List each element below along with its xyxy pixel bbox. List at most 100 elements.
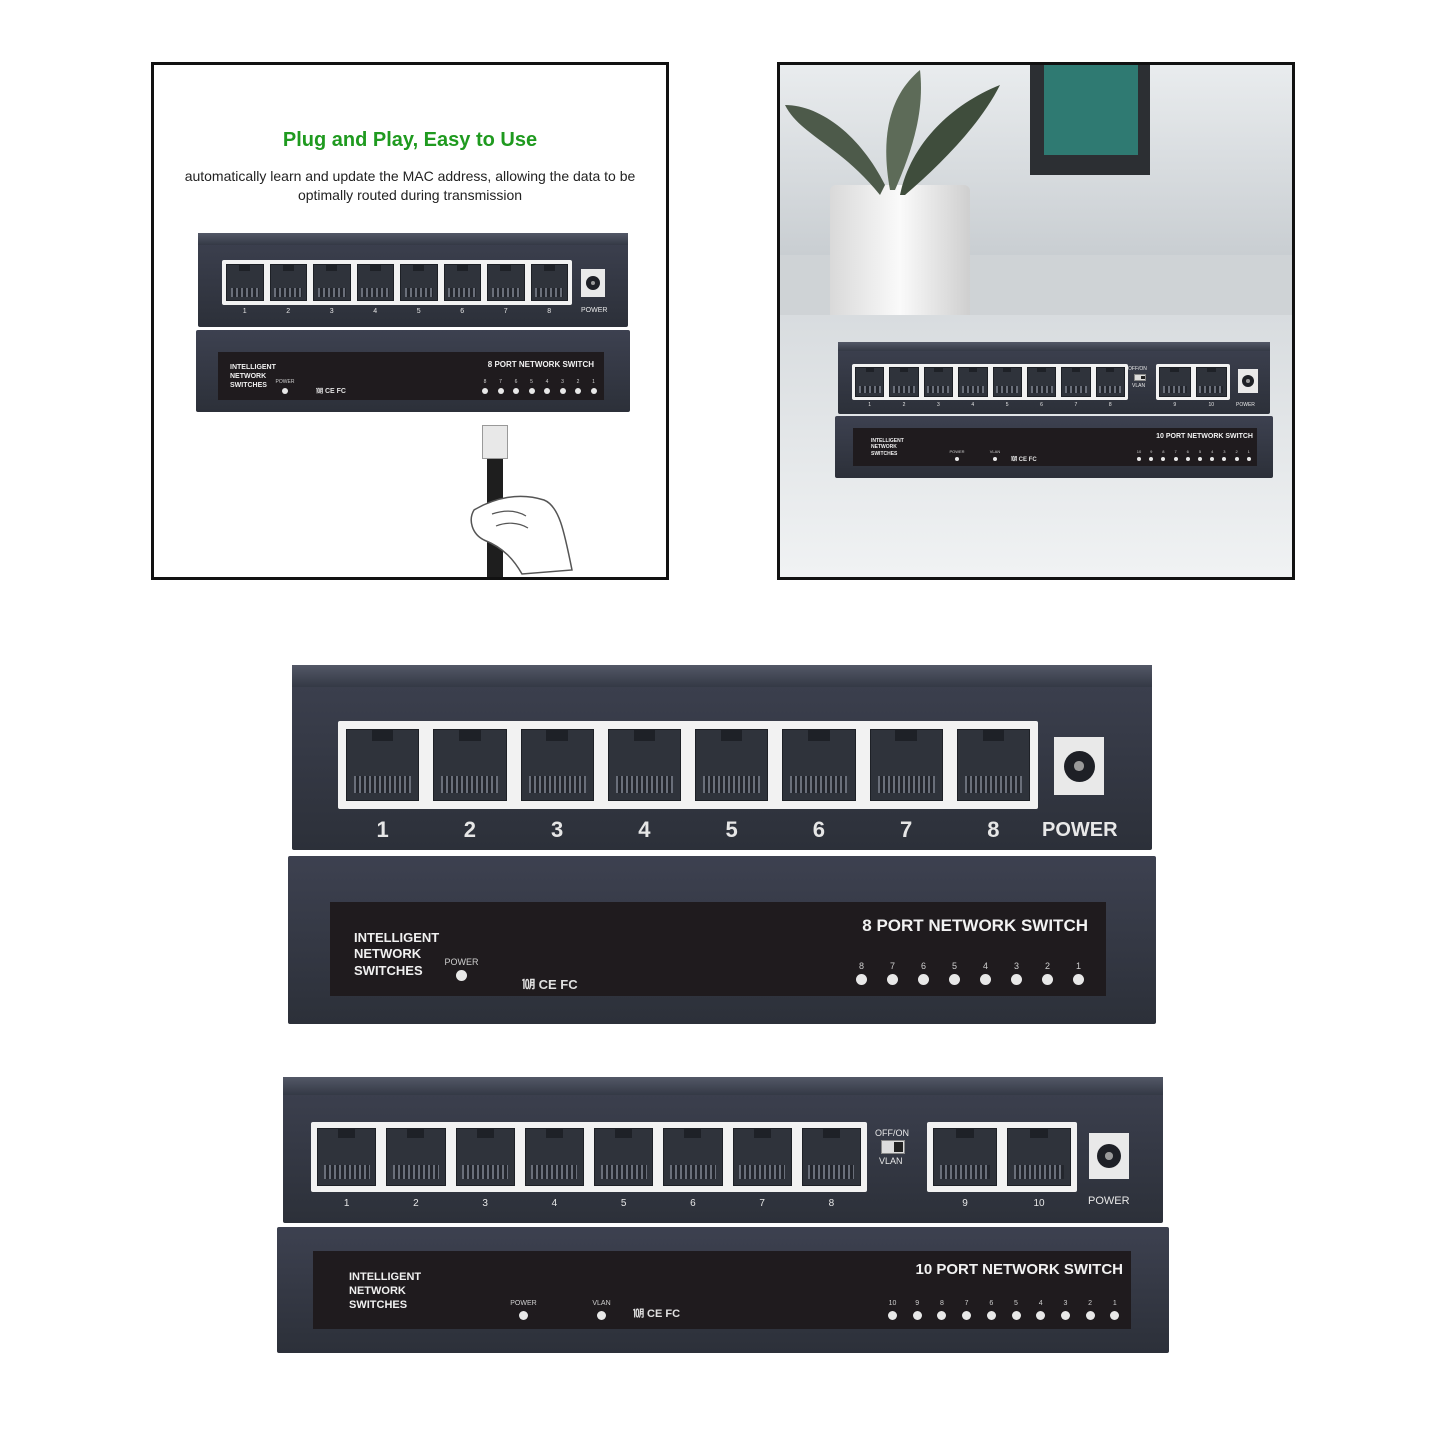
port-number-label: 8 xyxy=(987,817,1000,842)
brand-line: INTELLIGENT xyxy=(871,438,904,444)
power-jack-pin xyxy=(590,280,596,286)
port-led xyxy=(949,974,960,985)
ethernet-port xyxy=(607,729,681,801)
ethernet-port xyxy=(433,729,507,801)
ethernet-port xyxy=(356,264,394,301)
port-latch xyxy=(500,265,512,271)
port-led xyxy=(1161,457,1166,461)
port-pins xyxy=(858,386,881,394)
port-pins xyxy=(927,386,950,394)
port-latch xyxy=(899,368,909,373)
port-latch xyxy=(1029,1129,1049,1138)
port-led-label: 4 xyxy=(1211,449,1214,454)
port-latch xyxy=(476,1129,494,1138)
ethernet-port xyxy=(1195,367,1227,397)
port-number-label: 4 xyxy=(373,308,378,315)
panel-plug-and-play: Plug and Play, Easy to Use automatically… xyxy=(151,62,669,580)
port-led xyxy=(986,1311,996,1320)
port-pins xyxy=(274,287,303,297)
port-led-label: 7 xyxy=(964,1300,969,1307)
power-led-label: POWER xyxy=(275,379,295,385)
ethernet-port xyxy=(524,1128,584,1186)
ethernet-port xyxy=(226,264,264,301)
ethernet-port xyxy=(956,729,1030,801)
vlan-switch-label: OFF/ON xyxy=(875,1128,909,1138)
port-pins xyxy=(392,1165,439,1180)
toggle-knob xyxy=(1140,376,1145,379)
port-number-label: 2 xyxy=(413,1198,419,1209)
port-pins xyxy=(528,775,586,793)
port-led-label: 9 xyxy=(1150,449,1153,454)
model-title: 8 PORT NETWORK SWITCH xyxy=(862,916,1088,935)
ethernet-port xyxy=(869,729,943,801)
port-pins xyxy=(615,775,673,793)
port-number-label: 8 xyxy=(1108,402,1112,408)
port-led xyxy=(937,1311,947,1320)
ethernet-port xyxy=(317,1128,377,1186)
port-latch xyxy=(239,265,251,271)
uplink-number-label: 9 xyxy=(962,1198,968,1209)
port-led-label: 6 xyxy=(514,379,518,385)
port-led xyxy=(590,388,597,394)
port-led xyxy=(1246,457,1251,461)
port-latch xyxy=(371,730,394,742)
brand-line: INTELLIGENT xyxy=(230,364,276,371)
port-latch xyxy=(1106,368,1115,373)
port-led xyxy=(1173,457,1178,461)
port-latch xyxy=(633,730,656,742)
port-latch xyxy=(338,1129,356,1138)
ethernet-port xyxy=(732,1128,792,1186)
port-number-label: 7 xyxy=(1074,402,1078,408)
port-led xyxy=(1110,1311,1120,1320)
port-led-label: 2 xyxy=(1044,961,1050,971)
certification-marks: ㋉ CE FC xyxy=(316,388,346,395)
port-number-label: 4 xyxy=(971,402,975,408)
port-led-label: 8 xyxy=(483,379,487,385)
port-led xyxy=(888,1311,897,1320)
ethernet-port xyxy=(443,264,481,301)
port-number-label: 1 xyxy=(868,402,872,408)
port-latch xyxy=(543,265,555,271)
port-led-label: 5 xyxy=(1014,1300,1018,1307)
uplink-port-frame xyxy=(927,1122,1077,1192)
ethernet-port xyxy=(1026,367,1057,397)
port-led-label: 4 xyxy=(1038,1300,1043,1307)
port-led-label: 1 xyxy=(1112,1300,1117,1307)
port-pins xyxy=(996,386,1019,394)
port-number-label: 7 xyxy=(900,817,913,842)
power-label: POWER xyxy=(1088,1195,1130,1207)
port-pins xyxy=(790,775,848,793)
port-pins xyxy=(669,1165,716,1180)
vlan-led-label: VLAN xyxy=(989,449,1001,454)
ethernet-port xyxy=(663,1128,723,1186)
uplink-number-label: 9 xyxy=(1173,402,1177,408)
vlan-led xyxy=(993,457,997,461)
ethernet-port xyxy=(1007,1128,1071,1186)
rj45-connector xyxy=(482,425,508,459)
port-led-label: 8 xyxy=(1162,449,1165,454)
port-number-label: 7 xyxy=(759,1198,765,1209)
power-jack xyxy=(1089,1133,1129,1179)
port-led-label: 1 xyxy=(1075,961,1081,971)
port-pins xyxy=(462,1165,509,1180)
port-led-label: 6 xyxy=(989,1300,994,1307)
port-led xyxy=(1073,974,1084,985)
port-pins xyxy=(441,775,499,793)
chassis-top-face xyxy=(283,1077,1163,1095)
port-led xyxy=(912,1311,922,1320)
port-led-label: 5 xyxy=(530,379,533,385)
port-number-label: 5 xyxy=(620,1198,627,1209)
port-number-label: 4 xyxy=(638,817,651,842)
port-number-label: 2 xyxy=(463,817,476,842)
model-title: 10 PORT NETWORK SWITCH xyxy=(1156,433,1253,440)
power-led-label: POWER xyxy=(949,449,965,454)
ethernet-port xyxy=(487,264,525,301)
port-latch xyxy=(1037,368,1046,373)
ethernet-port xyxy=(695,729,769,801)
